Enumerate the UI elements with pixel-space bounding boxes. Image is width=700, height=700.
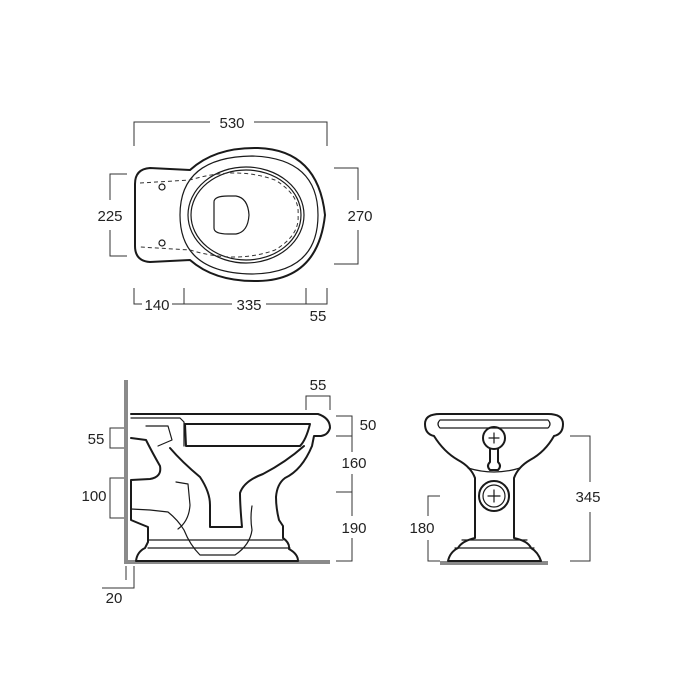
outlet-connector-ring <box>482 484 506 508</box>
trapway-inner <box>175 481 191 530</box>
bowl-outline-dashed <box>139 172 299 258</box>
front-view: 345 180 <box>409 413 601 565</box>
seat-hinge-hole <box>158 183 166 191</box>
bowl-opening <box>213 195 250 235</box>
dimension-label-20: 20 <box>106 590 123 607</box>
dimension-label-270: 270 <box>347 208 372 225</box>
trapway <box>169 445 305 528</box>
side-view: 55 50 160 190 55 100 20 <box>81 377 376 607</box>
front-view-base-bands <box>454 539 535 549</box>
dimension-line-55-inlet <box>109 427 124 449</box>
outlet-connector-cross <box>487 489 501 503</box>
dimension-label-530: 530 <box>219 115 244 132</box>
top-view-outline <box>134 146 326 283</box>
seat-ring <box>187 166 305 264</box>
dimension-label-55-inlet: 55 <box>88 431 105 448</box>
dimension-line-225 <box>109 173 127 257</box>
inlet-connector <box>482 426 506 450</box>
dimension-label-55-top: 55 <box>310 308 327 325</box>
dimension-label-140: 140 <box>144 297 169 314</box>
dimension-line-345 <box>570 435 591 562</box>
seat-ring-inner <box>190 169 302 261</box>
seat-hinge-hole <box>158 239 166 247</box>
dimension-line-180 <box>427 495 440 562</box>
dimension-label-335: 335 <box>236 297 261 314</box>
side-view-outline <box>130 413 331 562</box>
inlet-connector-cross <box>488 432 500 444</box>
inlet-connector-stem <box>487 448 501 471</box>
dimension-line-100 <box>109 477 124 519</box>
dimension-line-270 <box>334 167 359 265</box>
outlet-pipe <box>130 505 253 556</box>
dimension-line-55-rim <box>305 395 331 410</box>
dimension-label-345: 345 <box>575 489 600 506</box>
front-view-rim-band <box>437 419 551 429</box>
dimension-label-50: 50 <box>360 417 377 434</box>
dimension-label-180: 180 <box>409 520 434 537</box>
dimension-line-bottom <box>133 288 328 305</box>
dimension-label-100: 100 <box>81 488 106 505</box>
dimension-line-50 <box>336 415 353 437</box>
dimension-label-55-rim: 55 <box>310 377 327 394</box>
dimension-label-190: 190 <box>341 520 366 537</box>
front-view-waist <box>467 467 521 473</box>
bowl-interior <box>184 423 311 447</box>
dimension-line-530 <box>133 121 328 146</box>
top-view-rim <box>179 155 319 275</box>
dimension-label-160: 160 <box>341 455 366 472</box>
inlet-detail <box>130 417 185 447</box>
top-view: 530 225 270 140 335 55 <box>97 115 372 325</box>
dimension-label-225: 225 <box>97 208 122 225</box>
dimension-line-190 <box>336 492 353 562</box>
base-band <box>147 539 291 549</box>
dimension-line-20 <box>102 566 135 589</box>
wall-and-floor <box>124 380 330 564</box>
outlet-connector <box>478 480 510 512</box>
